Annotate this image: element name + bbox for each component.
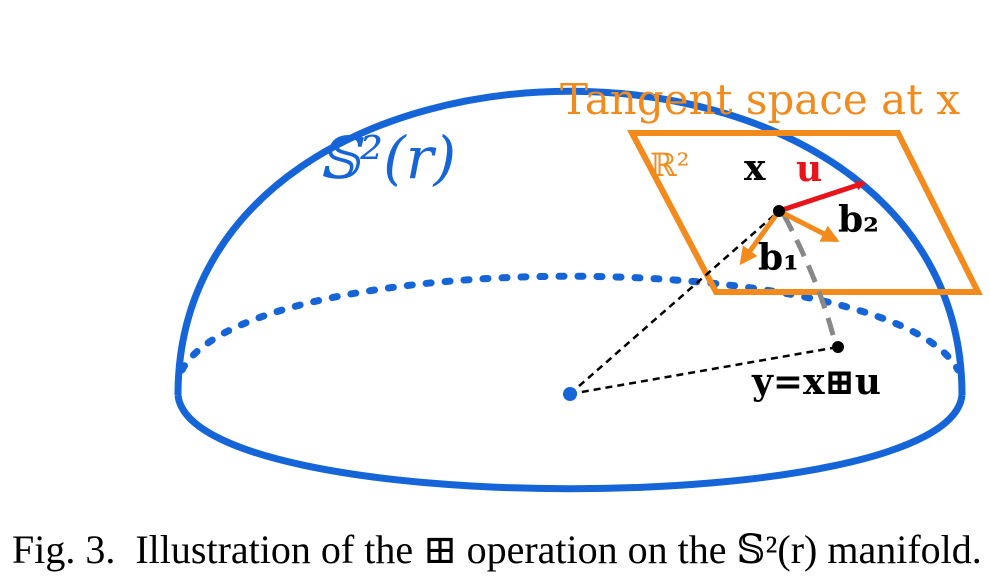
u-label: u — [796, 148, 822, 190]
equator-back-dotted — [178, 272, 962, 374]
center-point — [563, 387, 577, 401]
manifold-label: 𝕊²(r) — [318, 124, 456, 192]
basis-b2-arrow — [777, 208, 840, 243]
plane-label: ℝ² — [650, 146, 689, 184]
basis-b1-arrow — [739, 209, 782, 266]
radius-to-x — [569, 210, 780, 395]
radius-to-y — [569, 345, 839, 396]
diagram-canvas: 𝕊²(r) Tangent space at x ℝ² x u b₁ b₂ y=… — [174, 75, 983, 493]
y-equation-label: y=x⊞u — [751, 361, 881, 403]
sphere-upper-arc — [174, 87, 966, 396]
point-y — [832, 341, 844, 353]
b1-label: b₁ — [758, 237, 799, 279]
caption-prefix: Fig. 3. — [12, 527, 116, 572]
point-x — [773, 205, 785, 217]
geodesic-path — [781, 213, 839, 348]
b2-label: b₂ — [838, 199, 879, 241]
vector-u-arrow — [778, 180, 866, 214]
tangent-plane — [627, 130, 983, 295]
figure-caption: Fig. 3. Illustration of the ⊞ operation … — [12, 526, 982, 574]
tangent-space-title: Tangent space at x — [560, 75, 960, 124]
equator-front-arc — [174, 394, 966, 493]
x-label: x — [744, 147, 766, 189]
caption-text: Illustration of the ⊞ operation on the 𝕊… — [135, 527, 982, 572]
